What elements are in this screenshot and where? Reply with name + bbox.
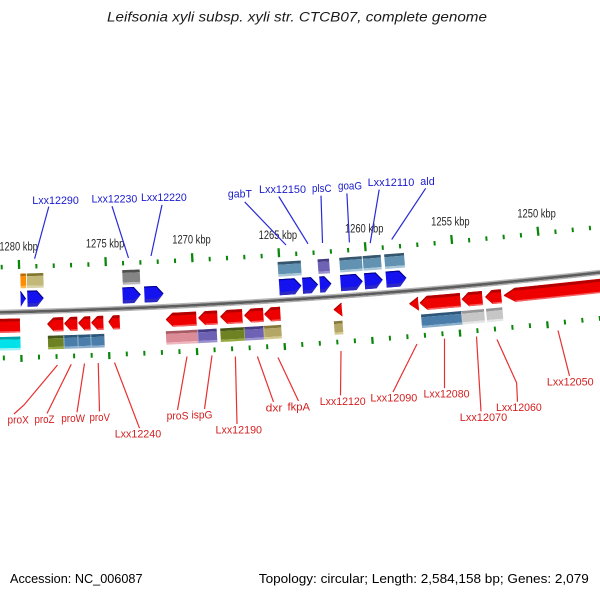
- svg-text:Topology: circular; Length: 2,: Topology: circular; Length: 2,584,158 bp…: [259, 571, 589, 586]
- svg-text:Lxx12050: Lxx12050: [547, 376, 594, 388]
- svg-text:fkpA: fkpA: [288, 402, 311, 414]
- svg-text:1270 kbp: 1270 kbp: [172, 235, 211, 247]
- svg-text:Lxx12060: Lxx12060: [496, 402, 542, 414]
- svg-text:Lxx12220: Lxx12220: [141, 192, 187, 204]
- svg-text:plsC: plsC: [312, 183, 332, 195]
- svg-text:1280 kbp: 1280 kbp: [0, 241, 38, 253]
- svg-text:ispG: ispG: [192, 410, 213, 422]
- svg-text:proW: proW: [61, 413, 85, 425]
- svg-text:1260 kbp: 1260 kbp: [345, 224, 384, 236]
- svg-text:proV: proV: [90, 412, 111, 424]
- svg-text:proS: proS: [167, 411, 189, 423]
- svg-text:1255 kbp: 1255 kbp: [431, 217, 470, 229]
- svg-text:Lxx12240: Lxx12240: [115, 429, 162, 441]
- svg-text:Lxx12120: Lxx12120: [320, 396, 366, 408]
- svg-text:Leifsonia xyli subsp. xyli str: Leifsonia xyli subsp. xyli str. CTCB07, …: [107, 10, 487, 25]
- svg-text:Accession: NC_006087: Accession: NC_006087: [10, 571, 143, 586]
- svg-text:proX: proX: [8, 415, 30, 427]
- svg-text:Lxx12230: Lxx12230: [92, 193, 138, 205]
- svg-text:gabT: gabT: [228, 188, 252, 200]
- svg-text:Lxx12290: Lxx12290: [32, 195, 79, 207]
- svg-text:Lxx12080: Lxx12080: [424, 389, 470, 401]
- svg-text:proZ: proZ: [35, 414, 55, 426]
- svg-text:Lxx12090: Lxx12090: [370, 393, 417, 405]
- svg-text:Lxx12150: Lxx12150: [259, 184, 306, 196]
- svg-text:dxr: dxr: [266, 402, 283, 414]
- svg-text:Lxx12110: Lxx12110: [368, 177, 415, 189]
- svg-text:goaG: goaG: [338, 180, 362, 192]
- svg-text:Lxx12190: Lxx12190: [216, 425, 263, 437]
- svg-text:1250 kbp: 1250 kbp: [517, 208, 556, 220]
- svg-text:1275 kbp: 1275 kbp: [86, 239, 125, 251]
- svg-text:ald: ald: [420, 176, 434, 188]
